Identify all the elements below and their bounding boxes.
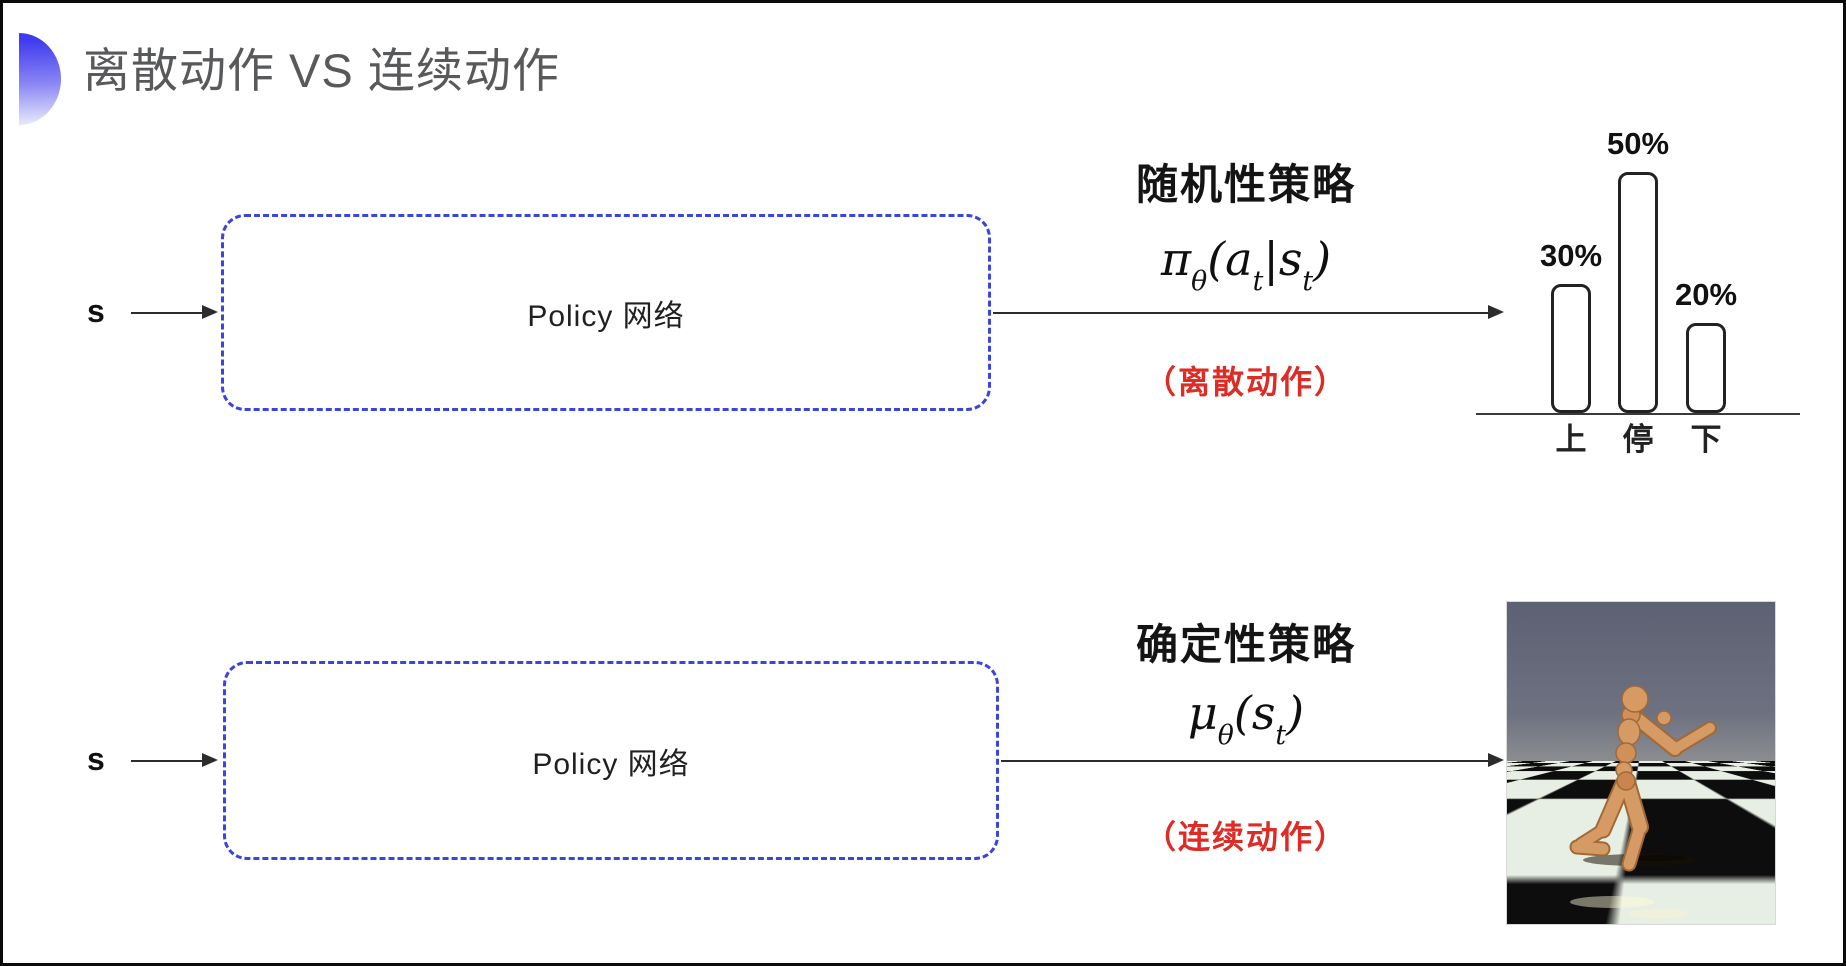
input-arrow: [131, 305, 218, 319]
state-input-label: s: [87, 293, 105, 329]
policy-network-label: Policy 网络: [532, 747, 690, 781]
policy-network-box: Policy 网络: [221, 214, 991, 411]
slide-title: 离散动作 VS 连续动作: [83, 44, 560, 97]
simulation-sky: [1507, 602, 1775, 761]
bar-value-label: 50%: [1606, 126, 1670, 161]
bar-category-label: 上: [1555, 422, 1587, 457]
chart-baseline: [1476, 413, 1800, 415]
policy-type-title: 确定性策略: [1135, 621, 1356, 668]
bar-category-label: 下: [1690, 422, 1722, 457]
bar-value-label: 20%: [1674, 277, 1738, 312]
policy-type-title: 随机性策略: [1135, 161, 1356, 208]
action-type-note: （连续动作）: [1143, 819, 1348, 855]
formula-symbol: π: [1160, 232, 1192, 286]
formula-subscript: t: [1302, 265, 1314, 297]
formula-state: s: [1278, 232, 1303, 286]
output-arrow: [993, 305, 1504, 319]
output-arrow: [1001, 753, 1504, 767]
formula-paren: (: [1233, 686, 1252, 740]
policy-network-box: Policy 网络: [223, 661, 999, 860]
formula-subscript: θ: [1217, 719, 1234, 751]
policy-network-label: Policy 网络: [527, 299, 685, 333]
bar-category-label: 停: [1622, 422, 1654, 457]
bar-value-label: 30%: [1539, 238, 1603, 273]
formula-subscript: t: [1252, 265, 1264, 297]
action-probability-chart: 30% 上 50% 停 20% 下: [1476, 121, 1800, 457]
humanoid-robot-figure: [1569, 685, 1717, 919]
policy-formula: πθ(at|st): [1061, 232, 1431, 297]
state-input-label: s: [87, 741, 105, 777]
formula-subscript: t: [1275, 719, 1287, 751]
humanoid-simulation-image: [1506, 601, 1776, 925]
probability-bar: [1618, 172, 1658, 413]
input-arrow: [131, 753, 218, 767]
formula-paren: (: [1207, 232, 1226, 286]
formula-symbol: μ: [1187, 686, 1218, 740]
action-type-note: （离散动作）: [1143, 364, 1348, 400]
formula-paren: ): [1313, 232, 1332, 286]
policy-formula: μθ(st): [1061, 686, 1431, 751]
blue-halfcircle-decoration: [19, 33, 61, 125]
formula-subscript: θ: [1191, 265, 1208, 297]
formula-paren: ): [1286, 686, 1305, 740]
formula-state: s: [1251, 686, 1276, 740]
formula-action: a: [1225, 232, 1253, 286]
formula-pipe: |: [1263, 232, 1279, 286]
probability-bar: [1686, 323, 1726, 413]
probability-bar: [1551, 284, 1591, 413]
